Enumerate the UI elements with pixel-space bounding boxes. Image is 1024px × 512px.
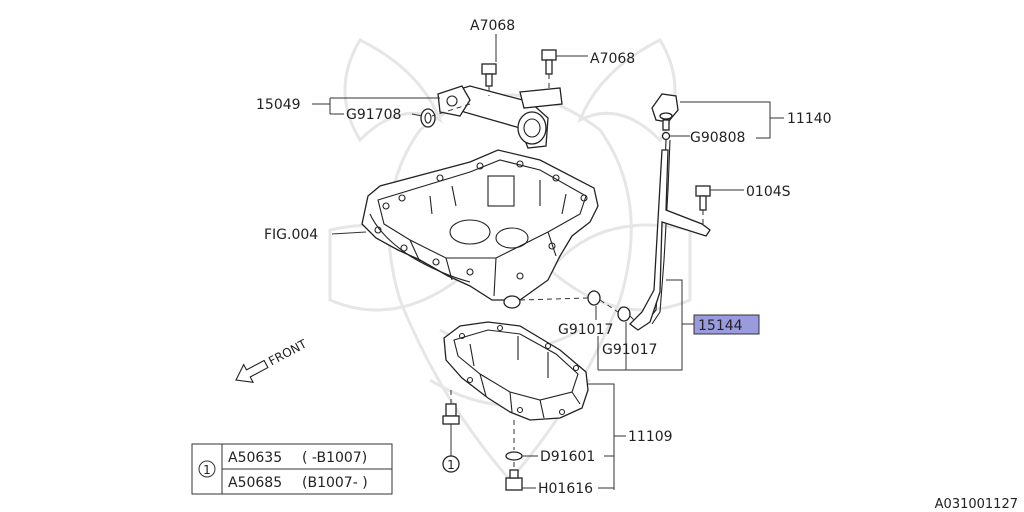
callout-g91017-bottom[interactable]: G91017 — [602, 342, 657, 358]
callout-g91017-left[interactable]: G91017 — [558, 322, 613, 338]
bolt-a7068-left — [481, 63, 497, 87]
front-arrow: FRONT — [235, 336, 310, 383]
drain-gasket-d91601 — [505, 451, 523, 461]
oil-level-gauge-guide — [629, 149, 711, 331]
o-ring-g91017-right — [617, 306, 631, 322]
bolt-0104s — [695, 185, 711, 211]
callout-h01616[interactable]: H01616 — [538, 481, 593, 497]
ref-row-2-range: (B1007- ) — [302, 475, 368, 491]
callout-11109[interactable]: 11109 — [628, 429, 673, 445]
reference-table: 1 A50635 ( -B1007) A50685 (B1007- ) — [191, 443, 393, 495]
ref-row-2-part[interactable]: A50685 — [228, 475, 282, 491]
ref-row-1-part[interactable]: A50635 — [228, 450, 282, 466]
oil-strainer-pipe — [437, 85, 563, 149]
bolt-ref-marker[interactable]: 1 — [442, 455, 460, 473]
callout-fig004[interactable]: FIG.004 — [264, 227, 318, 243]
pan-bolt — [442, 403, 460, 425]
callout-g91708[interactable]: G91708 — [346, 107, 401, 123]
bolt-ref-number: 1 — [447, 458, 455, 472]
ref-row-1-range: ( -B1007) — [302, 450, 367, 466]
bolt-a7068-right — [541, 49, 557, 75]
callout-a7068-right[interactable]: A7068 — [590, 51, 635, 67]
front-label: FRONT — [266, 336, 309, 368]
ref-number: 1 — [203, 463, 211, 477]
callout-d91601[interactable]: D91601 — [540, 449, 595, 465]
callout-15144-highlight — [693, 314, 760, 335]
lower-oil-pan — [443, 321, 589, 421]
callout-0104s[interactable]: 0104S — [746, 184, 791, 200]
gasket-g91708 — [420, 108, 436, 128]
callout-15144[interactable]: 15144 — [698, 318, 743, 334]
callout-15049[interactable]: 15049 — [256, 97, 301, 113]
diagram-id: A031001127 — [935, 497, 1018, 512]
ref-circle — [198, 460, 216, 478]
callout-g90808[interactable]: G90808 — [690, 130, 745, 146]
upper-oil-pan — [361, 149, 599, 309]
callout-a7068-top[interactable]: A7068 — [470, 18, 515, 34]
drain-plug-h01616 — [505, 469, 523, 491]
callout-11140[interactable]: 11140 — [787, 111, 832, 127]
o-ring-g91017-left — [587, 290, 601, 306]
leader-lines — [312, 34, 784, 490]
